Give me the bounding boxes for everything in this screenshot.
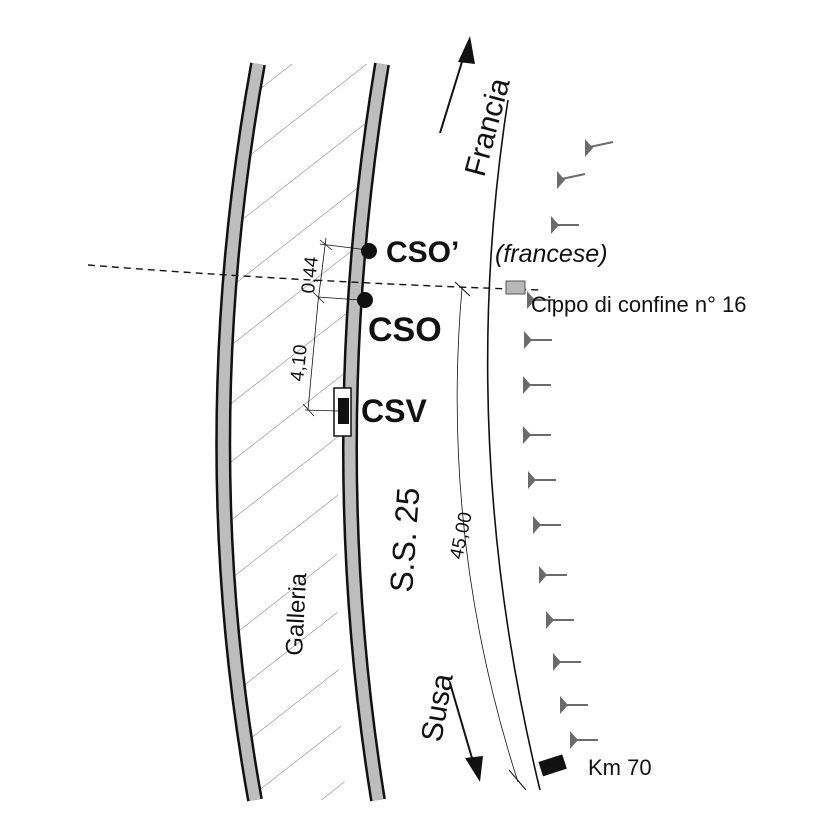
dimension-lines [302,237,369,417]
cippo-marker [505,280,526,295]
label-cippo: Cippo di confine n° 16 [531,292,747,317]
label-galleria: Galleria [281,572,312,657]
tree-symbol [584,139,614,157]
tree-symbol [533,516,561,534]
label-km70: Km 70 [588,755,652,780]
label-susa: Susa [415,671,459,744]
tree-symbol [539,566,567,584]
tree-symbol [556,171,586,189]
tree-symbol [523,376,551,394]
cso-point [357,292,373,308]
tree-symbol [523,426,551,444]
tree-symbol [546,611,574,629]
gallery-hatch [219,64,378,800]
dim-0-44: 0,44 [298,255,323,294]
tree-symbol [524,331,552,349]
cso-prime-point [361,243,377,259]
tree-symbol [528,471,556,489]
label-francese: (francese) [495,240,608,268]
dim-45-00: 45,00 [446,510,476,561]
border-dashed-line [87,264,541,291]
label-francia: Francia [459,74,517,179]
tree-symbol [560,696,588,714]
reference-line [456,287,519,783]
km70-marker [538,754,567,777]
road-edge-line [486,99,541,791]
arrow-susa [449,682,483,782]
tree-symbol [570,731,598,749]
label-cso-prime: CSO’ [386,236,459,269]
label-ss25: S.S. 25 [383,486,426,593]
tree-symbol [553,653,581,671]
tree-symbol [527,291,555,309]
arrow-francia [439,36,475,134]
csv-marker [338,398,349,424]
vegetation-symbols [523,139,614,749]
tree-symbol [551,216,579,234]
label-cso: CSO [368,311,442,349]
dim-4-10: 4,10 [287,344,312,383]
label-csv: CSV [361,393,427,429]
